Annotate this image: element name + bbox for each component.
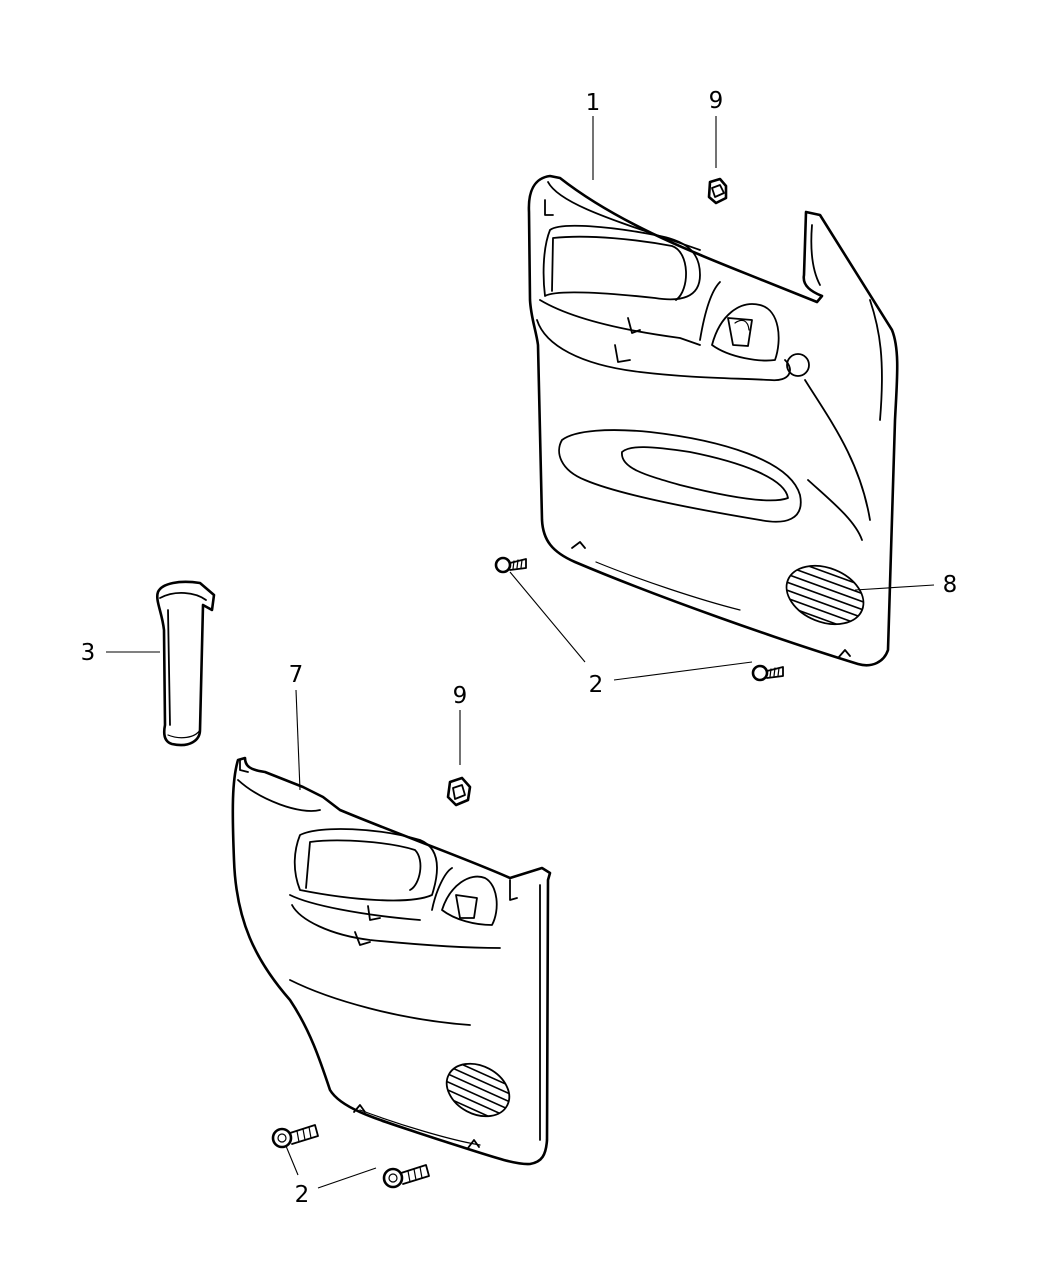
rear-door-trim-panel [231, 756, 552, 1166]
callout-2-rear: 2 [295, 1182, 310, 1208]
pillar-trim [156, 580, 216, 747]
rear-screw-left [271, 1124, 319, 1149]
front-screw-left [494, 556, 527, 574]
callout-9-upper: 9 [709, 88, 724, 114]
callouts: 1 9 8 2 3 7 9 2 [81, 88, 958, 1208]
clip-lower [446, 776, 472, 807]
callout-7: 7 [289, 662, 304, 688]
leader-2-rear-a [285, 1145, 299, 1176]
clip-upper [707, 177, 728, 205]
leader-2-front-a [509, 571, 586, 663]
rear-screw-right [382, 1164, 430, 1189]
leader-8 [854, 584, 935, 591]
front-screw-right [751, 664, 784, 682]
callout-1: 1 [586, 90, 601, 116]
callout-8: 8 [943, 572, 958, 598]
callout-3: 3 [81, 640, 96, 666]
front-door-trim-panel [527, 174, 899, 667]
callout-2-front: 2 [589, 672, 604, 698]
leader-lines [106, 116, 935, 1189]
callout-9-lower: 9 [453, 683, 468, 709]
leader-2-rear-b [317, 1167, 377, 1189]
leader-2-front-b [613, 661, 753, 681]
leader-7 [295, 689, 301, 791]
